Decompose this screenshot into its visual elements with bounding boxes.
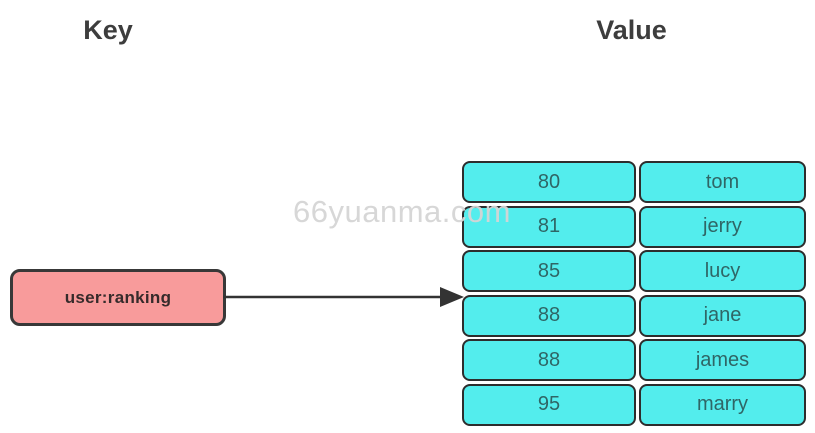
member-cell: tom	[639, 161, 806, 203]
key-column-header: Key	[83, 15, 133, 45]
member-cell: jane	[639, 294, 806, 337]
score-cell: 85	[462, 250, 636, 292]
member-cell: jerry	[639, 205, 806, 248]
score-cell: 88	[462, 339, 636, 381]
score-cell: 95	[462, 383, 636, 426]
member-cell: james	[639, 339, 806, 381]
value-column-header: Value	[596, 15, 667, 45]
score-cell: 80	[462, 161, 636, 203]
key-box-label: user:ranking	[64, 287, 172, 307]
key-box: user:ranking	[10, 269, 226, 326]
member-cell: marry	[639, 383, 806, 426]
member-cell: lucy	[639, 250, 806, 292]
score-cell: 81	[462, 205, 636, 248]
score-cell: 88	[462, 294, 636, 337]
arrow-connector-icon	[223, 287, 464, 307]
